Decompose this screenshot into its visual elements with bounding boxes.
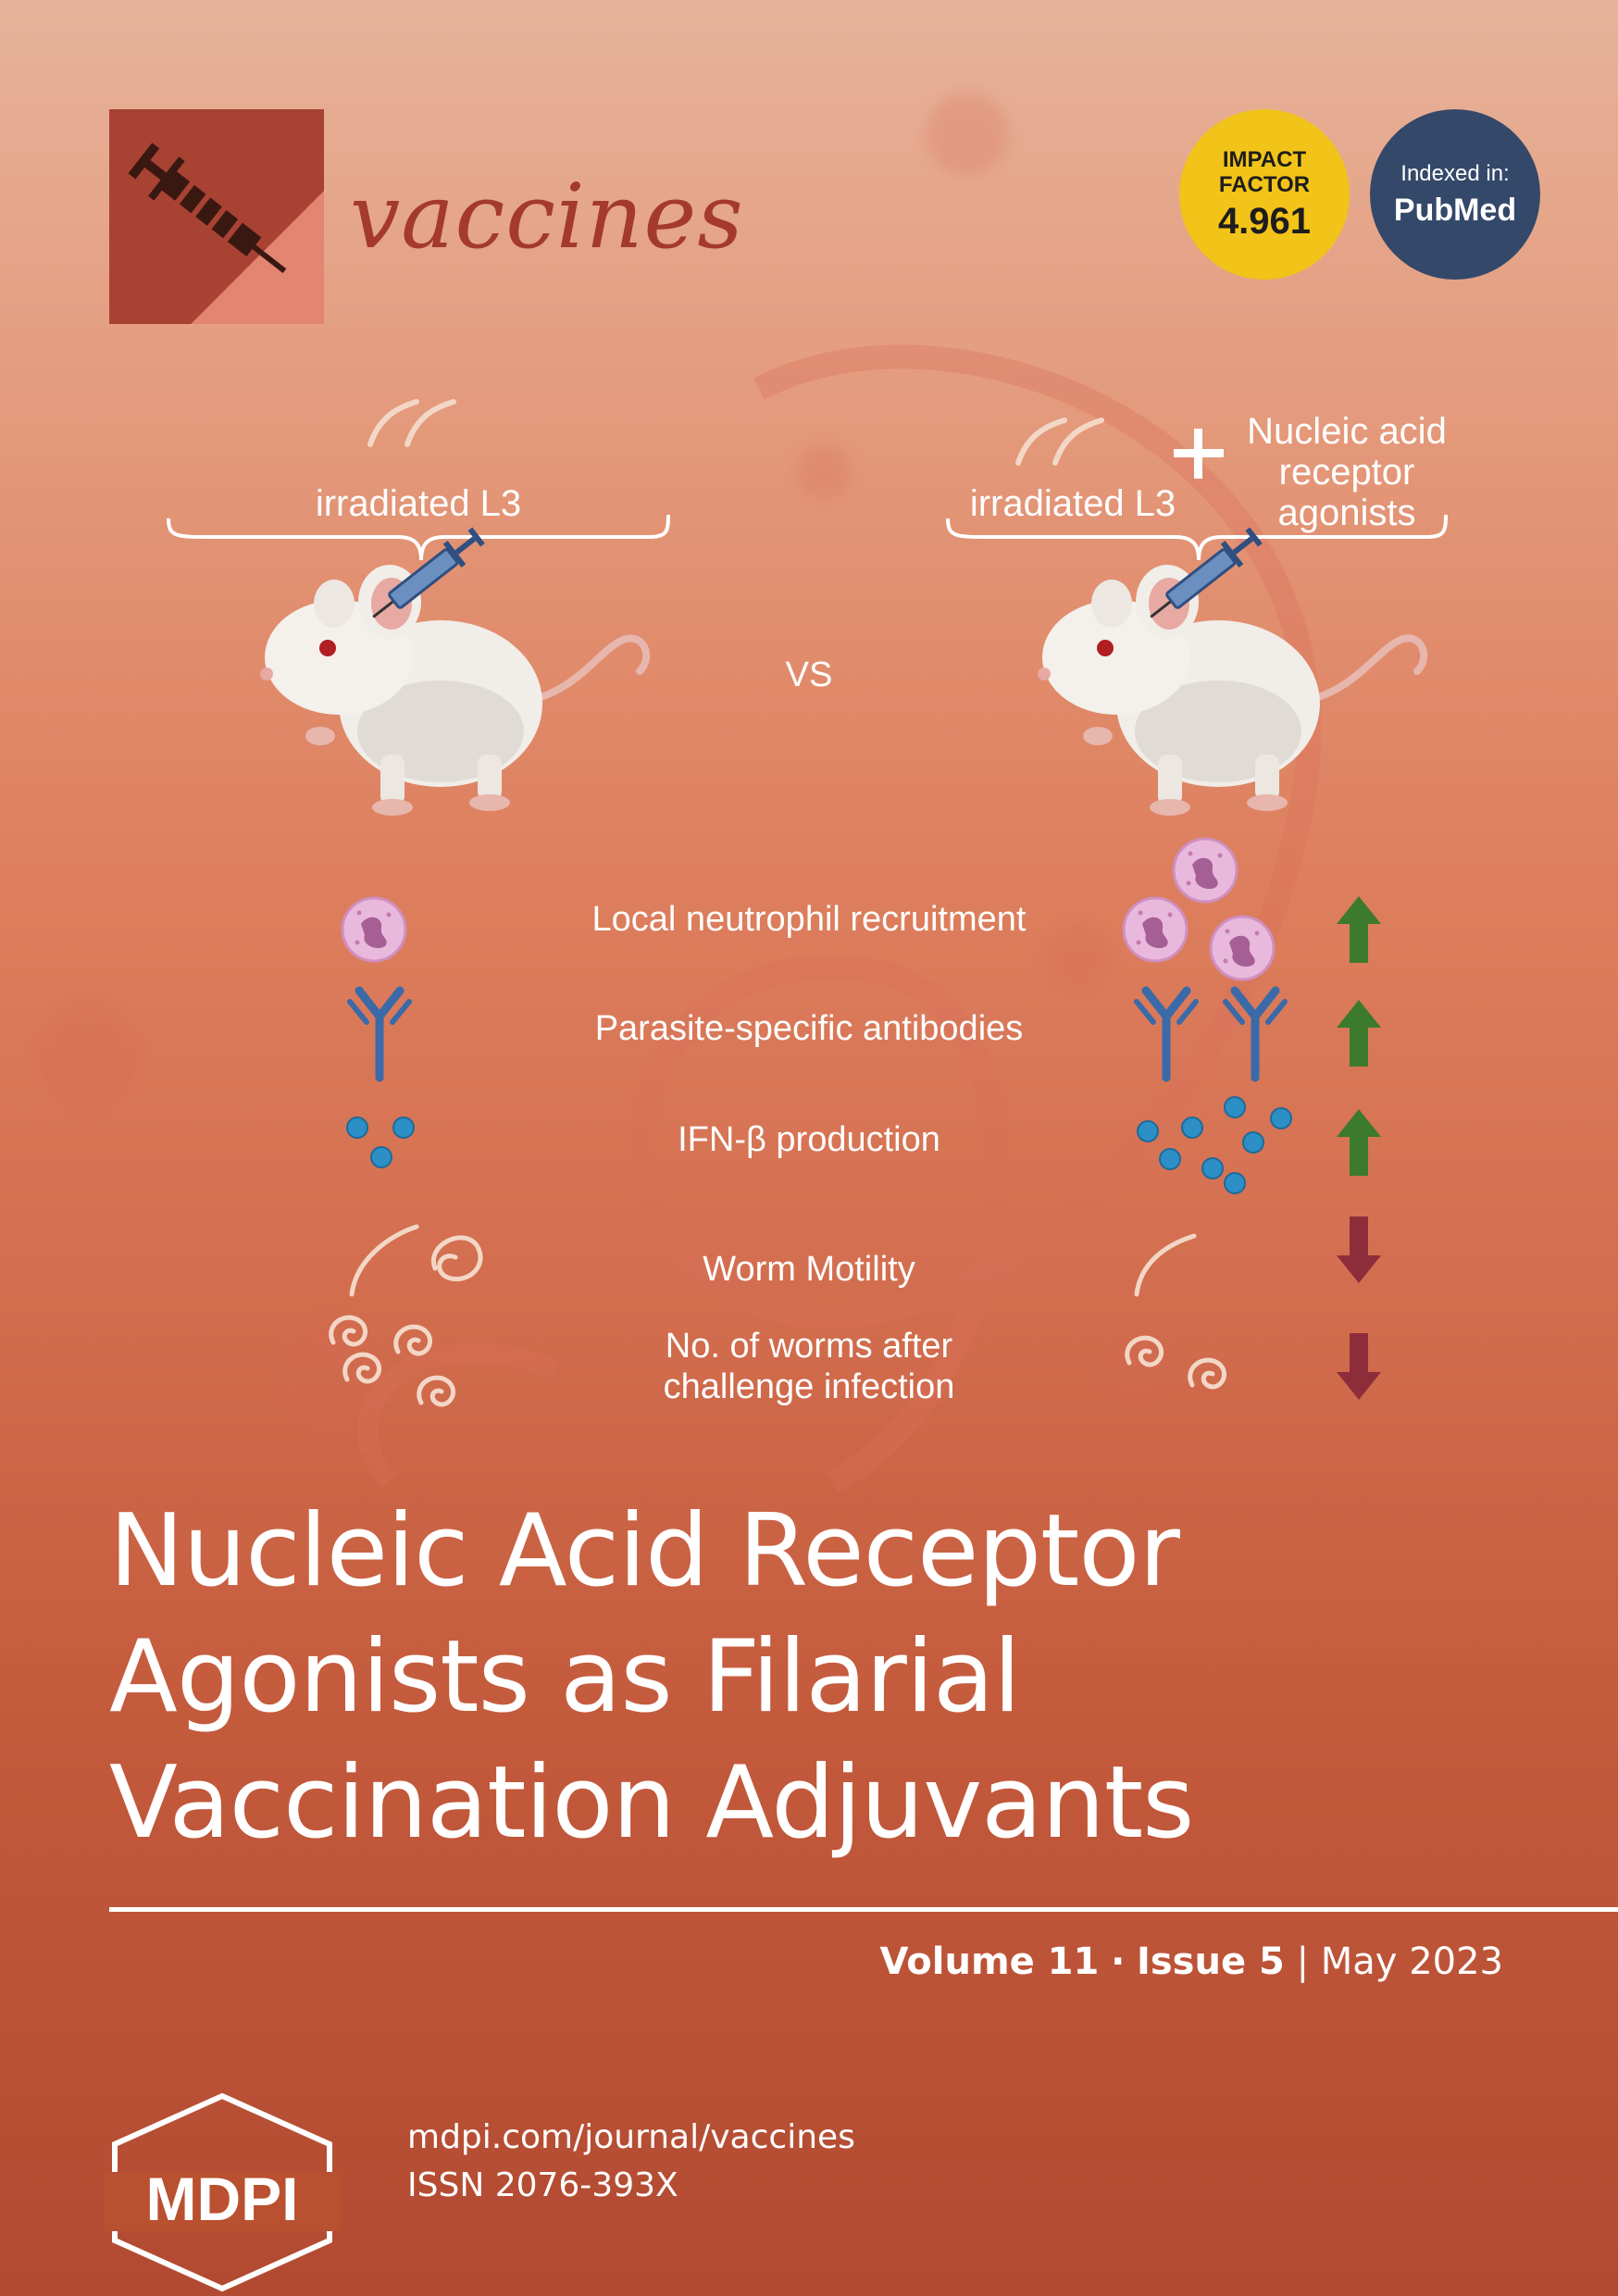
- versus-label: VS: [785, 655, 833, 694]
- plus-icon: [1174, 429, 1224, 479]
- impact-label: IMPACT: [1222, 146, 1307, 172]
- row-label-motility: Worm Motility: [703, 1250, 915, 1289]
- left-group-label: irradiated L3: [315, 483, 522, 524]
- impact-factor-value: 4.961: [1217, 200, 1312, 242]
- neutrophil-icon: [1172, 837, 1238, 904]
- journal-name: vaccines: [350, 165, 744, 268]
- background-blob: [926, 93, 1009, 176]
- background-blob: [1101, 1333, 1176, 1407]
- issue-divider: |: [1296, 1940, 1310, 1983]
- background-blob: [1046, 926, 1111, 991]
- title-line: Agonists as Filarial: [109, 1619, 1021, 1735]
- antibody-icon: [1137, 991, 1196, 1078]
- volume-label: Volume 11: [879, 1940, 1100, 1983]
- pubmed-label: PubMed: [1393, 192, 1517, 228]
- mdpi-logo: MDPI: [102, 2090, 342, 2296]
- arrow-down-icon: [1337, 1217, 1381, 1283]
- row-label-worm-count: No. of worms after challenge infection: [550, 1326, 1068, 1407]
- neutrophil-icon: [1122, 896, 1189, 963]
- row-label-neutrophil: Local neutrophil recruitment: [591, 900, 1027, 939]
- row-label-ifn: IFN-β production: [678, 1120, 940, 1159]
- issue-date: May 2023: [1320, 1940, 1503, 1983]
- issue-info: Volume 11 · Issue 5 | May 2023: [880, 1940, 1504, 1983]
- background-blob: [37, 1000, 139, 1102]
- antibody-icon: [350, 991, 409, 1078]
- worm-icon: [370, 402, 1101, 463]
- title-divider: [109, 1907, 1618, 1912]
- neutrophil-icon: [1209, 915, 1276, 981]
- issn: ISSN 2076-393X: [407, 2166, 678, 2204]
- syringe-icon: [128, 143, 287, 274]
- issue-separator: ·: [1111, 1940, 1126, 1983]
- adjuvant-label-line: agonists: [1277, 493, 1416, 533]
- factor-label: FACTOR: [1218, 171, 1311, 197]
- adjuvant-label-line: receptor: [1278, 452, 1415, 493]
- title-line: Vaccination Adjuvants: [109, 1745, 1194, 1861]
- antibody-icon: [1226, 991, 1285, 1078]
- adjuvant-label: Nucleic acid receptor agonists: [1222, 411, 1472, 533]
- impact-factor-badge: IMPACT FACTOR 4.961: [1179, 109, 1350, 280]
- adjuvant-label-line: Nucleic acid: [1247, 411, 1447, 452]
- arrow-up-icon: [1337, 1000, 1381, 1067]
- left-group-brace: [167, 514, 670, 561]
- title-line: Nucleic Acid Receptor: [109, 1493, 1180, 1609]
- journal-logo: [109, 109, 324, 324]
- background-blob: [796, 444, 852, 500]
- neutrophil-icon: [341, 896, 407, 963]
- mouse-right-illustration: [1038, 524, 1424, 816]
- indexed-label: Indexed in:: [1400, 160, 1510, 186]
- journal-url[interactable]: mdpi.com/journal/vaccines: [407, 2118, 855, 2156]
- arrow-down-icon: [1337, 1333, 1381, 1400]
- cover-title: Nucleic Acid Receptor Agonists as Filari…: [109, 1489, 1553, 1866]
- arrow-up-icon: [1337, 1109, 1381, 1176]
- row-label-antibodies: Parasite-specific antibodies: [594, 1009, 1024, 1048]
- right-group-brace: [946, 514, 1448, 561]
- row-label-line: challenge infection: [663, 1367, 955, 1406]
- issue-label: Issue 5: [1136, 1940, 1285, 1983]
- arrow-up-icon: [1337, 896, 1381, 963]
- publisher-name: MDPI: [146, 2165, 299, 2233]
- row-label-line: No. of worms after: [665, 1327, 953, 1366]
- worm-motility-icon: [349, 1224, 1197, 1297]
- pubmed-badge: Indexed in: PubMed: [1370, 109, 1540, 280]
- mouse-left-illustration: [260, 524, 646, 816]
- right-group-label: irradiated L3: [969, 483, 1176, 524]
